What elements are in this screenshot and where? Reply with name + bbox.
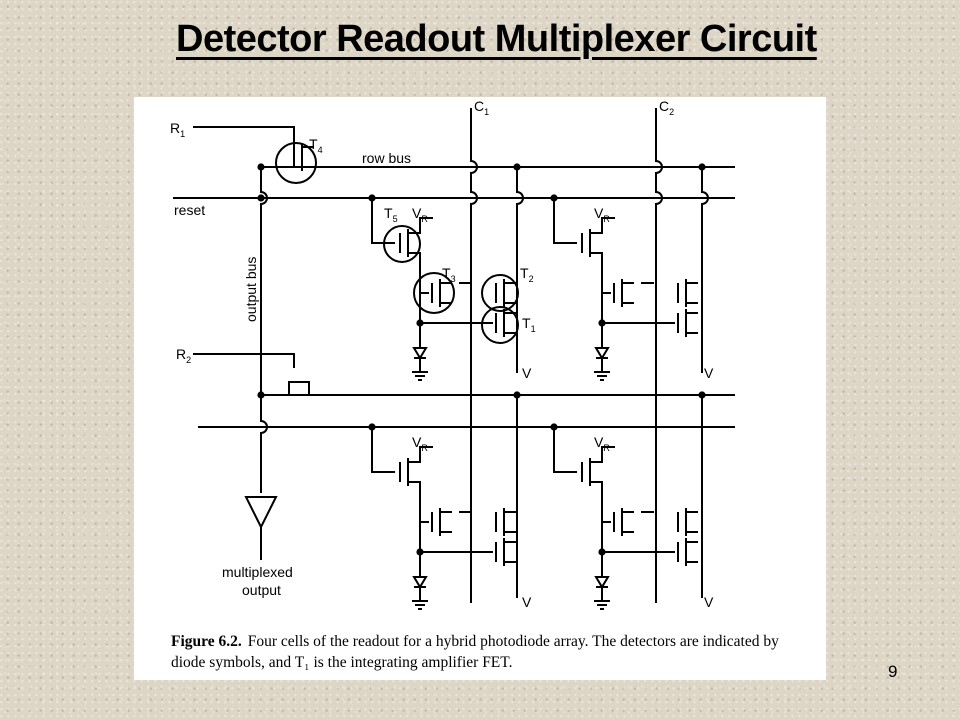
- label-r1: R1: [170, 120, 185, 139]
- ground-symbol: [412, 371, 428, 381]
- diode-symbol: [412, 347, 428, 360]
- wire-cell-reset: [553, 426, 577, 473]
- label-vr: VR: [594, 434, 610, 453]
- transistor-t2: [686, 511, 698, 533]
- transistor-r2-switch: [260, 381, 310, 396]
- label-v: V: [522, 365, 532, 381]
- transistor-t3: [440, 511, 452, 533]
- junction-dot: [416, 548, 424, 556]
- wire-vertical: [516, 166, 524, 373]
- diode-symbol: [594, 576, 610, 589]
- junction-dot: [698, 391, 706, 399]
- wire-vr: [419, 446, 433, 463]
- label-v: V: [704, 365, 714, 381]
- label-t3: T3: [442, 265, 456, 284]
- wire-r2: [193, 353, 295, 368]
- label-output: output: [242, 582, 281, 598]
- junction-dot: [598, 319, 606, 327]
- transistor-t2: [504, 511, 516, 533]
- wire-cell-reset: [371, 426, 395, 473]
- transistor-reset: [590, 461, 602, 483]
- slide-title: Detector Readout Multiplexer Circuit: [176, 18, 817, 60]
- label-vr: VR: [594, 205, 610, 224]
- label-reset: reset: [174, 202, 205, 218]
- transistor-reset: [590, 232, 602, 254]
- wire-vr: [601, 446, 615, 463]
- junction-dot: [598, 548, 606, 556]
- label-row-bus: row bus: [362, 150, 411, 166]
- transistor-t2-circle: [481, 274, 519, 312]
- label-c2: C2: [659, 98, 674, 117]
- junction-dot: [257, 391, 265, 399]
- transistor-t3: [622, 282, 634, 304]
- ground-symbol: [412, 600, 428, 610]
- transistor-t1: [504, 312, 516, 334]
- junction-dot: [513, 163, 521, 171]
- wire-r1: [193, 126, 295, 148]
- output-amplifier: [244, 496, 278, 530]
- transistor-t1: [686, 541, 698, 563]
- junction-dot: [550, 423, 558, 431]
- transistor-t1: [686, 312, 698, 334]
- label-t4: T4: [309, 136, 323, 155]
- junction-dot: [368, 194, 376, 202]
- junction-dot: [698, 163, 706, 171]
- wire-vertical: [701, 166, 709, 373]
- label-t2: T2: [520, 265, 534, 284]
- wire-vr: [419, 217, 433, 234]
- diode-symbol: [412, 576, 428, 589]
- label-v: V: [522, 594, 532, 610]
- caption-text: Four cells of the readout for a hybrid p…: [171, 633, 779, 671]
- label-t1: T1: [522, 315, 536, 334]
- transistor-t3: [440, 282, 452, 304]
- junction-dot: [550, 194, 558, 202]
- transistor-t3: [622, 511, 634, 533]
- transistor-t4-circle: [275, 142, 317, 184]
- page-number: 9: [888, 662, 898, 681]
- transistor-t5-circle: [383, 225, 421, 263]
- wire-cell-reset: [371, 197, 395, 244]
- wire-cell-node: [601, 521, 675, 553]
- transistor-t2: [504, 282, 516, 304]
- wire-vertical: [655, 108, 663, 378]
- ground-symbol: [594, 371, 610, 381]
- transistor-t1: [504, 541, 516, 563]
- label-v: V: [704, 594, 714, 610]
- caption-label: Figure 6.2.: [171, 633, 242, 650]
- transistor-t2: [686, 282, 698, 304]
- figure-caption: Figure 6.2.Four cells of the readout for…: [171, 631, 811, 673]
- label-vr: VR: [412, 434, 428, 453]
- junction-dot: [257, 163, 265, 171]
- label-r2: R2: [176, 346, 191, 365]
- junction-dot: [368, 423, 376, 431]
- wire-vr: [601, 217, 615, 234]
- wire-cell-reset: [553, 197, 577, 244]
- wire-cell-node: [419, 292, 493, 324]
- junction-dot: [416, 319, 424, 327]
- label-t5: T5: [384, 205, 398, 224]
- wire-cell-node: [419, 521, 493, 553]
- label-multiplexed: multiplexed: [222, 564, 293, 580]
- wire-vertical: [260, 166, 268, 493]
- label-c1: C1: [474, 98, 489, 117]
- transistor-t3-circle: [413, 272, 455, 314]
- transistor-t1-circle: [481, 306, 519, 344]
- label-output-bus: output bus: [243, 257, 259, 322]
- junction-dot: [513, 391, 521, 399]
- junction-dot: [257, 194, 265, 202]
- label-vr: VR: [412, 205, 428, 224]
- ground-symbol: [594, 600, 610, 610]
- wire-vertical: [470, 108, 478, 378]
- transistor-reset: [408, 461, 420, 483]
- wire-cell-node: [601, 292, 675, 324]
- diode-symbol: [594, 347, 610, 360]
